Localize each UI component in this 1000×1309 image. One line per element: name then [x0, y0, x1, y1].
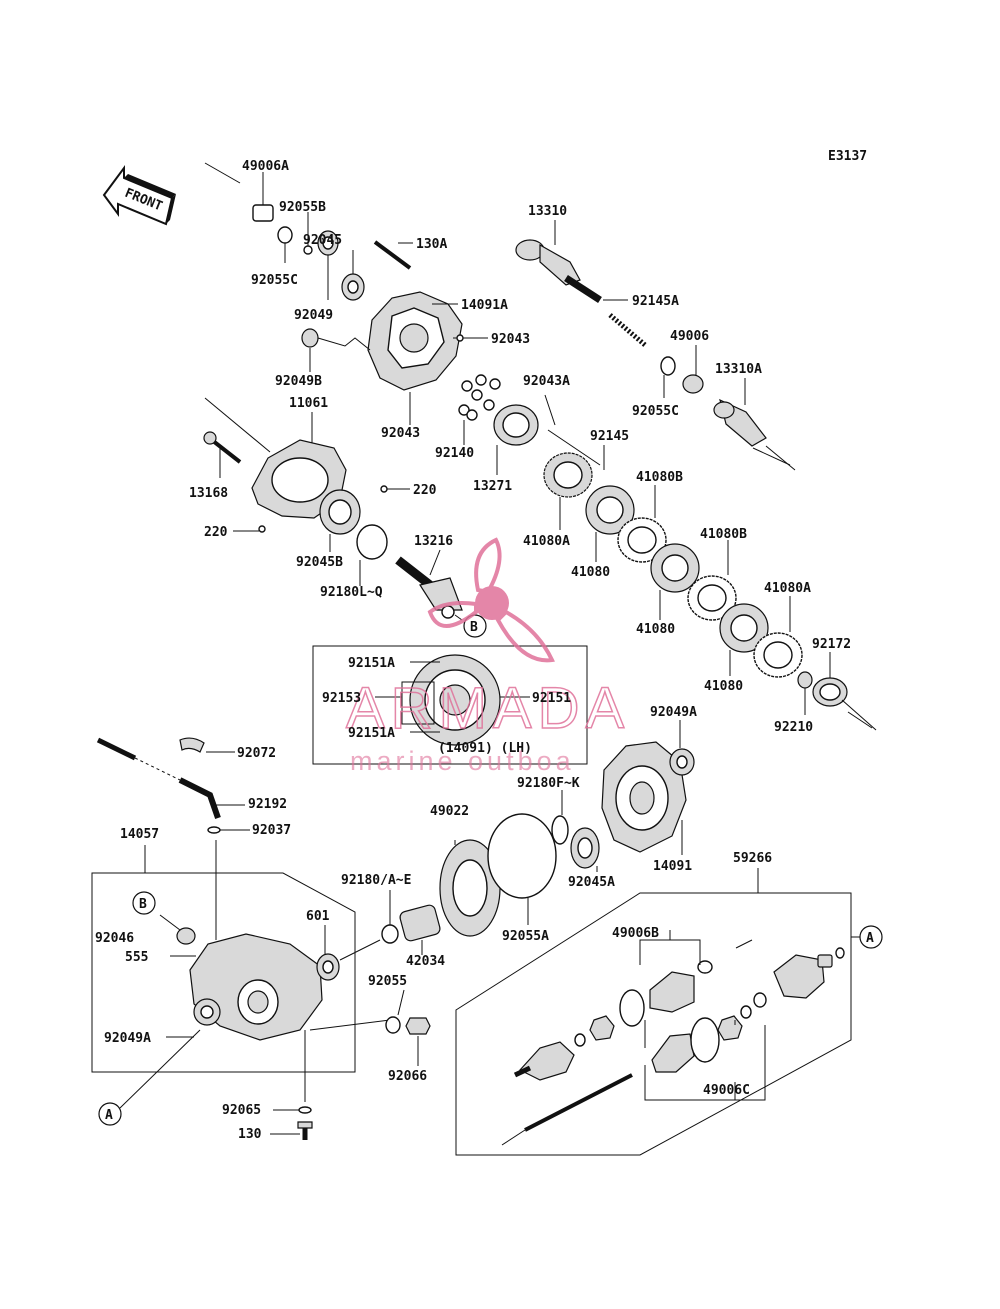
- callout-label: 92055A: [502, 929, 549, 944]
- callout-label: 92046: [95, 931, 134, 946]
- callout-label: 92180/A~E: [341, 873, 411, 888]
- callout-label: 92045A: [568, 875, 615, 890]
- ref-marker-a: A: [866, 931, 874, 946]
- callout-label: 92055B: [279, 200, 326, 215]
- callout-label: 49006B: [612, 926, 659, 941]
- ref-marker-b: B: [139, 897, 147, 912]
- ref-marker-a: A: [105, 1108, 113, 1123]
- callout-label: 14057: [120, 827, 159, 842]
- callout-label: 92072: [237, 746, 276, 761]
- callout-label: 92043: [381, 426, 420, 441]
- callout-label: 92049B: [275, 374, 322, 389]
- callout-label: 92153: [322, 691, 361, 706]
- callout-label: 49006C: [703, 1083, 750, 1098]
- callout-label: 41080: [704, 679, 743, 694]
- callout-label: 13310: [528, 204, 567, 219]
- callout-label: 14091A: [461, 298, 508, 313]
- watermark-subtitle: marine outboa: [350, 746, 575, 776]
- inset-note: (14091) (LH): [438, 741, 532, 756]
- callout-label: 41080B: [636, 470, 683, 485]
- callout-label: 92045B: [296, 555, 343, 570]
- callout-label: 220: [204, 525, 228, 540]
- cover-group: [203, 397, 410, 586]
- diagram-code: E3137: [828, 149, 867, 164]
- part-49006a-icon: [252, 204, 274, 222]
- rear-housing-group: [91, 720, 695, 1140]
- propeller-icon: [427, 537, 555, 663]
- axle-shaft-box: [455, 868, 864, 1156]
- callout-label: 92049A: [104, 1031, 151, 1046]
- front-housing-group: [204, 162, 488, 425]
- callout-label: 92140: [435, 446, 474, 461]
- callout-label: 59266: [733, 851, 772, 866]
- callout-label: 92180F~K: [517, 776, 580, 791]
- callout-label: 92180L~Q: [320, 585, 383, 600]
- callout-label: 92192: [248, 797, 287, 812]
- callout-label: 130: [238, 1127, 262, 1142]
- callout-label: 92151A: [348, 726, 395, 741]
- callout-label: 92151: [532, 691, 571, 706]
- callout-label: 14091: [653, 859, 692, 874]
- inset-box: (14091) (LH): [312, 645, 588, 765]
- callout-label: 41080: [636, 622, 675, 637]
- callout-label: 92065: [222, 1103, 261, 1118]
- front-arrow-icon: FRONT: [102, 164, 176, 226]
- ref-marker-b: B: [470, 620, 478, 635]
- callout-label: 92145A: [632, 294, 679, 309]
- callout-label: 13168: [189, 486, 228, 501]
- callout-label: 41080: [571, 565, 610, 580]
- watermark-brand: ARMADA: [346, 676, 630, 741]
- callout-label: 42034: [406, 954, 445, 969]
- callout-label: 92037: [252, 823, 291, 838]
- shaft-group: [515, 220, 796, 471]
- callout-label: 11061: [289, 396, 328, 411]
- callout-label: 130A: [416, 237, 447, 252]
- callout-label: 41080B: [700, 527, 747, 542]
- watermark-logo: ARMADA marine outboa: [345, 537, 630, 776]
- callout-label: 41080A: [523, 534, 570, 549]
- pinion-group: [395, 549, 463, 621]
- callout-label: 555: [125, 950, 148, 965]
- callout-label: 92210: [774, 720, 813, 735]
- callout-label: 41080A: [764, 581, 811, 596]
- callout-label: 92151A: [348, 656, 395, 671]
- reference-markers: B B A A: [98, 614, 883, 1126]
- callout-label: 49022: [430, 804, 469, 819]
- callout-label: 92045: [303, 233, 342, 248]
- callout-label: 92172: [812, 637, 851, 652]
- callout-label: 13271: [473, 479, 512, 494]
- callout-label: 92055C: [632, 404, 679, 419]
- callout-labels: 49006A 92055B 92045 92055C 130A 14091A 9…: [95, 159, 851, 1142]
- callout-label: 92055C: [251, 273, 298, 288]
- callout-label: 49006A: [242, 159, 289, 174]
- callout-label: 92055: [368, 974, 407, 989]
- callout-label: 601: [306, 909, 330, 924]
- callout-label: 92049A: [650, 705, 697, 720]
- callout-label: 92145: [590, 429, 629, 444]
- callout-label: 220: [413, 483, 437, 498]
- callout-label: 13216: [414, 534, 453, 549]
- callout-label: 49006: [670, 329, 709, 344]
- callout-label: 92043: [491, 332, 530, 347]
- clutch-plate-stack: [458, 374, 877, 731]
- callout-label: 92066: [388, 1069, 427, 1084]
- callout-label: 92043A: [523, 374, 570, 389]
- callout-label: 13310A: [715, 362, 762, 377]
- callout-label: 92049: [294, 308, 333, 323]
